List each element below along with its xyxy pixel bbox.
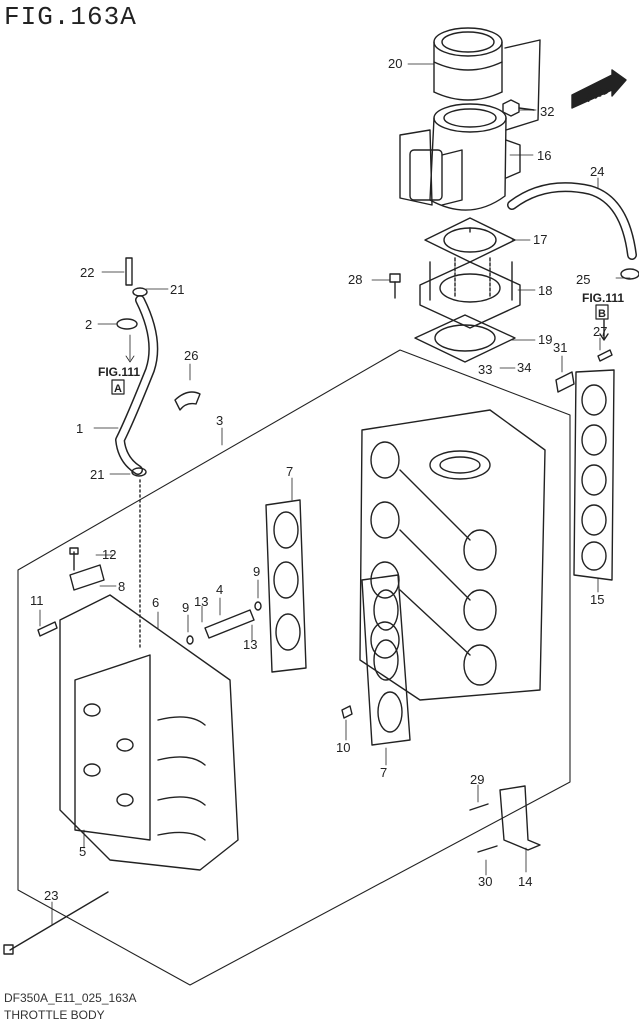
- nut-part: [502, 99, 535, 117]
- callout: 13: [243, 637, 257, 652]
- bolt-part: [597, 349, 613, 362]
- seal-part: [555, 371, 575, 393]
- manifold-gasket-part: [265, 499, 307, 673]
- callout: 10: [336, 740, 350, 755]
- clamp-part: [620, 268, 639, 280]
- ref-box-b: [595, 304, 609, 341]
- callout: 17: [533, 232, 547, 247]
- manifold-gasket-part: [361, 574, 411, 746]
- assembly-frame: [17, 349, 571, 986]
- figure-name: THROTTLE BODY: [4, 1008, 105, 1022]
- callout: 32: [540, 104, 554, 119]
- bolt-part: [341, 705, 353, 719]
- callout: 26: [184, 348, 198, 363]
- callout: 28: [348, 272, 362, 287]
- callout: 22: [80, 265, 94, 280]
- callout: 33: [478, 362, 492, 377]
- ref-box-a: [111, 379, 125, 395]
- callout: 4: [216, 582, 223, 597]
- intake-manifold-part: [359, 409, 546, 701]
- callout: 1: [76, 421, 83, 436]
- pipe-part: [186, 601, 262, 645]
- callout: 3: [216, 413, 223, 428]
- callout: 15: [590, 592, 604, 607]
- callout: 2: [85, 317, 92, 332]
- callout: 21: [90, 467, 104, 482]
- callout: 9: [253, 564, 260, 579]
- callout: 7: [380, 765, 387, 780]
- callout: 34: [517, 360, 531, 375]
- fig-ref-label: FIG.111: [98, 365, 140, 379]
- callout: 11: [30, 593, 44, 608]
- callout: 30: [478, 874, 492, 889]
- callout-labels: 20 32 16 24 17 28 18 25 27 19 31 33 34 2…: [30, 56, 607, 903]
- callout: 18: [538, 283, 552, 298]
- callout: 8: [118, 579, 125, 594]
- callout: 31: [553, 340, 567, 355]
- callout: 5: [79, 844, 86, 859]
- callout: 27: [593, 324, 607, 339]
- hose-part: [507, 182, 637, 260]
- leader-lines: [39, 63, 631, 926]
- bolt-part: [37, 621, 58, 637]
- fig-ref-letter: B: [598, 308, 606, 320]
- gasket-part: [414, 314, 516, 363]
- callout: 6: [152, 595, 159, 610]
- hose-clamp-part: [174, 391, 201, 411]
- fig-ref-label: FIG.111: [582, 291, 624, 305]
- callout: 7: [286, 464, 293, 479]
- callout: 23: [44, 888, 58, 903]
- figure-code: DF350A_E11_025_163A: [4, 991, 137, 1005]
- callout: 16: [537, 148, 551, 163]
- gasket-part: [424, 217, 516, 263]
- bracket-part: [469, 785, 541, 853]
- callout: 13: [194, 594, 208, 609]
- callout: 24: [590, 164, 604, 179]
- fwd-direction-badge: [571, 69, 627, 109]
- sensor-part: [69, 547, 105, 591]
- callout: 12: [102, 547, 116, 562]
- callout: 20: [388, 56, 402, 71]
- fig-ref-letter: A: [114, 383, 122, 395]
- callout: 14: [518, 874, 532, 889]
- spacer-part: [419, 257, 521, 329]
- throttle-body-part: [399, 27, 541, 211]
- figure-title: FIG.163A: [4, 2, 137, 32]
- long-bolt-part: [3, 891, 109, 955]
- breather-hose-part: [115, 257, 159, 651]
- callout: 29: [470, 772, 484, 787]
- callout: 9: [182, 600, 189, 615]
- silencer-case-part: [59, 594, 239, 871]
- intake-gasket-part: [573, 369, 615, 581]
- bolt-part: [389, 273, 401, 299]
- callout: 25: [576, 272, 590, 287]
- callout: 19: [538, 332, 552, 347]
- callout: 21: [170, 282, 184, 297]
